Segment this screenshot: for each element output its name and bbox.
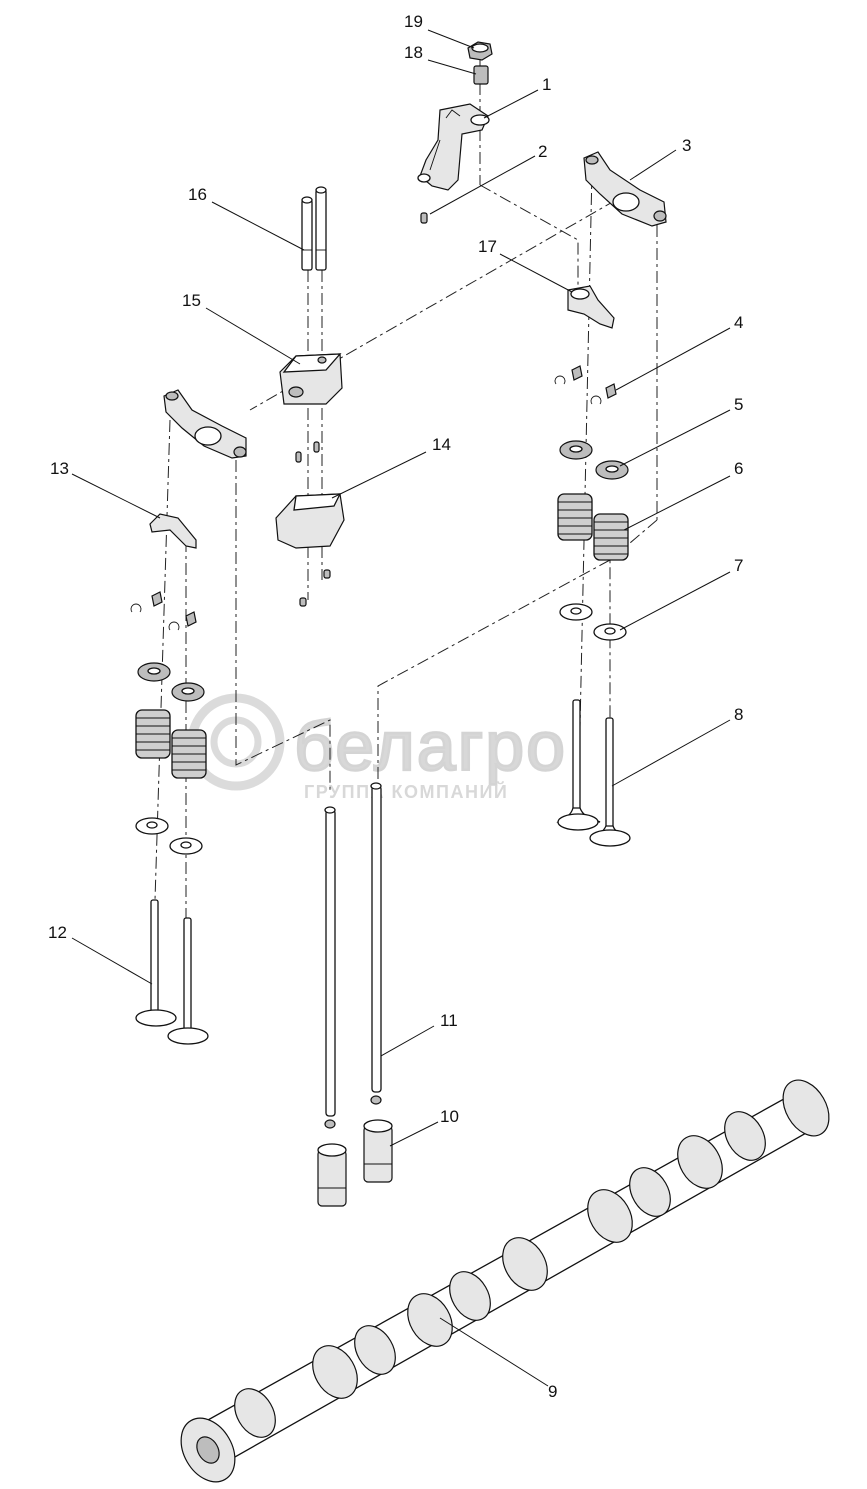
part-retainers-5 bbox=[137, 440, 629, 702]
callout-11: 11 bbox=[440, 1011, 458, 1030]
part-rocker-arm-left bbox=[163, 389, 247, 459]
watermark: белагро ГРУППА КОМПАНИЙ bbox=[187, 693, 567, 802]
callout-14: 14 bbox=[432, 435, 451, 454]
part-nut-19 bbox=[467, 41, 493, 61]
part-valves-8 bbox=[556, 699, 631, 847]
callout-3: 3 bbox=[682, 136, 691, 155]
callout-8: 8 bbox=[734, 705, 743, 724]
callout-18: 18 bbox=[404, 43, 423, 62]
callout-4: 4 bbox=[734, 313, 743, 332]
callout-1: 1 bbox=[542, 75, 551, 94]
part-shaft-block-15 bbox=[279, 353, 343, 405]
part-bridge-13 bbox=[149, 513, 197, 549]
part-rocker-arm-3 bbox=[583, 151, 667, 227]
callout-5: 5 bbox=[734, 395, 743, 414]
part-springs-6 bbox=[135, 493, 629, 779]
part-spacer-18 bbox=[473, 65, 489, 85]
part-bracket-17 bbox=[567, 285, 615, 329]
callout-leaders bbox=[71, 29, 731, 1387]
callout-7: 7 bbox=[734, 556, 743, 575]
part-pushrods-11 bbox=[324, 782, 382, 1129]
callout-12: 12 bbox=[48, 923, 67, 942]
callout-9: 9 bbox=[548, 1382, 557, 1401]
part-valves-12 bbox=[135, 899, 209, 1045]
part-rocker-bracket-1 bbox=[417, 103, 490, 191]
part-pin-2 bbox=[420, 212, 428, 224]
callout-13: 13 bbox=[50, 459, 69, 478]
watermark-brand: белагро bbox=[294, 707, 567, 785]
callout-10: 10 bbox=[440, 1107, 459, 1126]
part-tappets-10 bbox=[317, 1119, 393, 1207]
callout-6: 6 bbox=[734, 459, 743, 478]
callout-19: 19 bbox=[404, 12, 423, 31]
callout-2: 2 bbox=[538, 142, 547, 161]
part-keepers-4 bbox=[130, 365, 617, 631]
callout-labels: 19 18 1 2 3 4 5 6 7 8 9 10 11 12 13 14 1… bbox=[48, 12, 743, 1401]
callout-16: 16 bbox=[188, 185, 207, 204]
watermark-tagline: ГРУППА КОМПАНИЙ bbox=[304, 781, 508, 802]
part-camshaft-9 bbox=[180, 1079, 830, 1483]
part-support-14 bbox=[275, 441, 345, 607]
part-bolts-16 bbox=[301, 186, 327, 271]
callout-17: 17 bbox=[478, 237, 497, 256]
callout-15: 15 bbox=[182, 291, 201, 310]
part-seats-7 bbox=[135, 603, 627, 855]
